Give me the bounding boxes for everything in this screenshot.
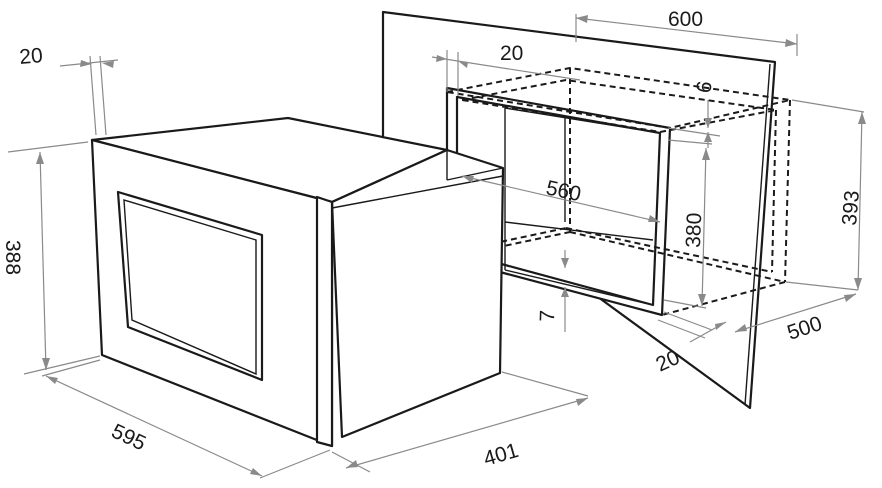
label-panel-width: 600	[668, 8, 703, 31]
label-oven-width: 595	[108, 420, 149, 456]
label-oven-height: 388	[1, 240, 24, 275]
label-bottom-offset: 7	[536, 310, 559, 322]
label-cutout-depth: 500	[784, 312, 824, 345]
label-oven-depth: 401	[481, 439, 521, 471]
label-oven-front-depth: 20	[18, 44, 43, 69]
label-gap-top: 6	[692, 79, 717, 95]
oven-body	[90, 116, 505, 448]
label-cutout-height: 393	[838, 190, 864, 227]
label-inner-height: 380	[682, 212, 706, 248]
dimension-lines	[7, 14, 866, 479]
label-frame-top-depth: 20	[500, 42, 523, 65]
